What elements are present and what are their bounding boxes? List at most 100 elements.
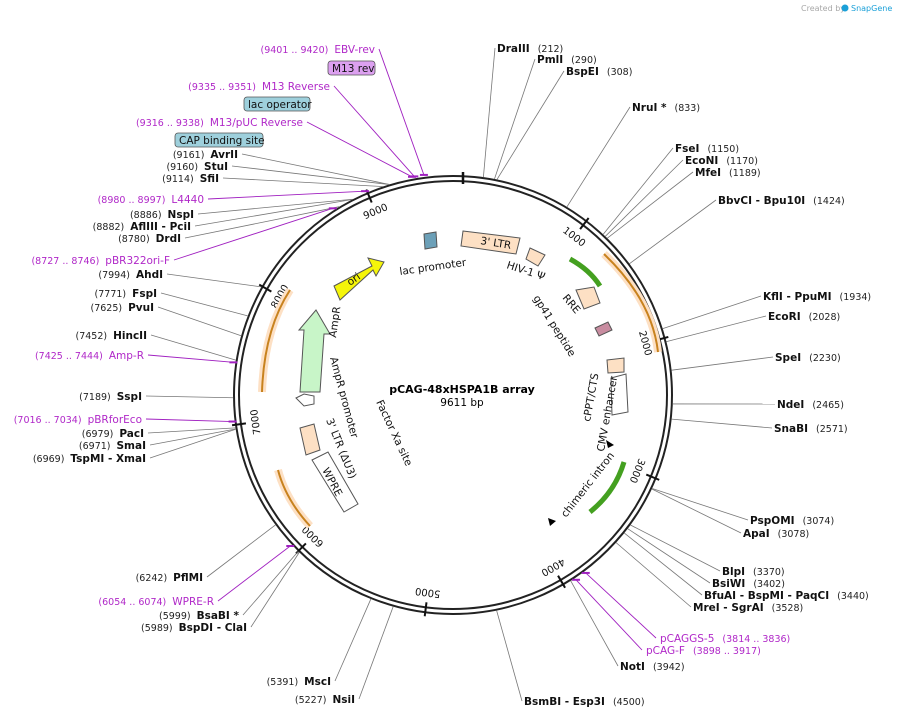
primer-label[interactable]: pCAG-F	[646, 645, 685, 657]
primer-leader	[378, 48, 425, 176]
tick-label: 9000	[362, 202, 390, 222]
lac-operator-box[interactable]	[243, 96, 311, 112]
primer-label[interactable]: M13 Reverse	[262, 81, 330, 93]
enzyme-site-label[interactable]: NdeI	[777, 399, 804, 411]
primer-label[interactable]: pCAGGS-5	[660, 633, 714, 645]
enzyme-site-label[interactable]: SmaI	[117, 440, 147, 452]
enzyme-site-position: (1150)	[707, 144, 739, 155]
enzyme-site-label[interactable]: BspDI - ClaI	[179, 622, 247, 634]
primer-leader	[173, 207, 333, 261]
enzyme-site-label[interactable]: AflIII - PciI	[130, 221, 191, 233]
enzyme-site-label[interactable]: EcoRI	[768, 311, 801, 323]
enzyme-site-label[interactable]: PflMI	[173, 572, 203, 584]
tick-mark	[557, 575, 566, 589]
enzyme-site-label[interactable]: MfeI	[695, 167, 721, 179]
lac-operator-label: lac operator	[248, 99, 312, 111]
enzyme-site-label[interactable]: NspI	[168, 209, 194, 221]
cap-binding-box[interactable]	[174, 132, 264, 148]
tick-mark	[258, 283, 272, 293]
enzyme-site-label[interactable]: BsaBI *	[197, 610, 240, 622]
enzyme-site-label[interactable]: NotI	[620, 661, 645, 673]
enzyme-site-label[interactable]: BlpI	[722, 566, 745, 578]
enzyme-site-label[interactable]: PspOMI	[750, 515, 795, 527]
feature-promoter-marker-2	[548, 518, 556, 526]
enzyme-site-label[interactable]: MreI - SgrAI	[693, 602, 764, 614]
feature-hiv-box[interactable]	[525, 247, 546, 267]
feature-3ltr-bot-box[interactable]	[299, 423, 321, 456]
enzyme-site-label[interactable]: FseI	[675, 143, 699, 155]
orange-arrow-right[interactable]	[603, 253, 659, 353]
enzyme-site-label[interactable]: HincII	[113, 330, 147, 342]
site-leader	[231, 165, 390, 185]
enzyme-site-position: (5999)	[159, 611, 191, 622]
feature-ori-arrow[interactable]	[333, 257, 385, 301]
feature-gp41-box[interactable]	[594, 321, 613, 337]
enzyme-site-label[interactable]: EcoNI	[685, 155, 718, 167]
feature-intron-arrow[interactable]	[588, 461, 627, 514]
enzyme-site-label[interactable]: BsmBI - Esp3I	[524, 696, 605, 708]
site-leader	[197, 198, 353, 215]
enzyme-site-position: (212)	[538, 44, 564, 55]
enzyme-site-position: (833)	[675, 103, 701, 114]
feature-amprp-box[interactable]	[295, 393, 315, 407]
enzyme-site-label[interactable]: PmlI	[537, 54, 563, 66]
site-leader	[624, 532, 703, 596]
tick-mark	[579, 217, 590, 230]
enzyme-site-label[interactable]: AvrII	[210, 149, 238, 161]
primer-label[interactable]: Amp-R	[109, 350, 144, 362]
enzyme-site-label[interactable]: PvuI	[128, 302, 154, 314]
orange-arrow-left-2[interactable]	[277, 469, 311, 527]
cap-binding-label: CAP binding site	[179, 135, 265, 147]
enzyme-site-label[interactable]: BbvCI - Bpu10I	[718, 195, 805, 207]
site-leader	[629, 199, 717, 264]
feature-wpre-box[interactable]	[311, 451, 359, 513]
enzyme-site-label[interactable]: NruI *	[632, 102, 667, 114]
feature-green-arrow-1[interactable]	[568, 256, 603, 288]
site-leader	[627, 528, 711, 584]
primer-position: (9335 .. 9351)	[188, 82, 256, 93]
site-leader	[160, 292, 248, 317]
site-leader	[671, 356, 774, 371]
enzyme-site-label[interactable]: KflI - PpuMI	[763, 291, 832, 303]
enzyme-site-label[interactable]: StuI	[204, 161, 228, 173]
orange-arrow-left-1[interactable]	[261, 289, 291, 393]
enzyme-site-label[interactable]: ApaI	[743, 528, 770, 540]
feature-cmv-box[interactable]	[610, 373, 629, 416]
feature-fxa-label: Factor Xa site	[373, 398, 414, 468]
enzyme-site-label[interactable]: SnaBI	[774, 423, 808, 435]
enzyme-site-label[interactable]: NsiI	[332, 694, 355, 706]
backbone-inner	[238, 180, 668, 610]
primer-label[interactable]: L4440	[171, 194, 204, 206]
primer-label[interactable]: pBR322ori-F	[105, 255, 170, 267]
primer-label[interactable]: M13/pUC Reverse	[210, 117, 303, 129]
primer-label[interactable]: EBV-rev	[334, 44, 375, 56]
enzyme-site-label[interactable]: TspMI - XmaI	[70, 453, 146, 465]
enzyme-site-label[interactable]: MscI	[304, 676, 331, 688]
m13-rev-box[interactable]	[327, 60, 376, 76]
primer-label[interactable]: WPRE-R	[172, 596, 214, 608]
site-leader	[602, 147, 674, 235]
primer-leader	[306, 121, 413, 178]
feature-3ltr-top-arrow[interactable]	[460, 230, 521, 255]
enzyme-site-label[interactable]: BspEI	[566, 66, 599, 78]
primer-label[interactable]: pBRforEco	[88, 414, 142, 426]
feature-rre-box[interactable]	[575, 286, 601, 310]
site-leader	[630, 524, 721, 572]
enzyme-site-label[interactable]: SspI	[117, 391, 142, 403]
enzyme-site-label[interactable]: SpeI	[775, 352, 801, 364]
enzyme-site-position: (3440)	[837, 591, 869, 602]
enzyme-site-label[interactable]: FspI	[132, 288, 157, 300]
enzyme-site-label[interactable]: PacI	[119, 428, 144, 440]
feature-ampr-arrow[interactable]	[297, 309, 331, 393]
enzyme-site-label[interactable]: SfiI	[200, 173, 219, 185]
feature-cppt-box[interactable]	[606, 357, 625, 374]
feature-lac-box[interactable]	[423, 231, 438, 250]
enzyme-site-position: (290)	[571, 55, 597, 66]
enzyme-site-label[interactable]: DraIII	[497, 43, 530, 55]
enzyme-site-position: (6969)	[33, 454, 65, 465]
enzyme-site-label[interactable]: BsiWI	[712, 578, 745, 590]
enzyme-site-label[interactable]: AhdI	[136, 269, 163, 281]
enzyme-site-label[interactable]: BfuAI - BspMI - PaqCI	[704, 590, 829, 602]
enzyme-site-label[interactable]: DrdI	[156, 233, 181, 245]
